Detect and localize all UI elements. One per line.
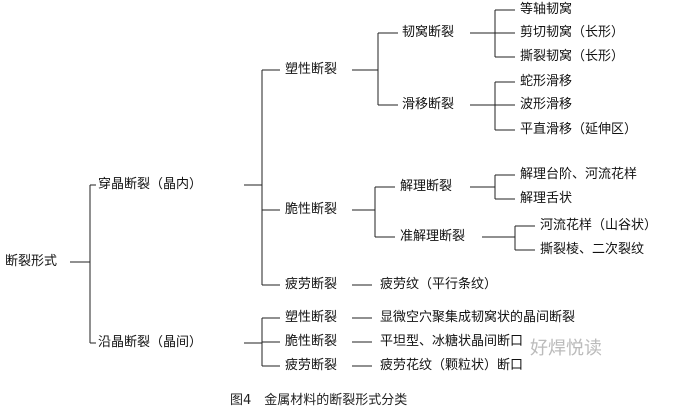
inter-ductile-node: 塑性断裂 — [285, 310, 338, 325]
root-node: 断裂形式 — [5, 254, 58, 269]
leaf-item: 剪切韧窝（长形） — [520, 25, 625, 40]
leaf-item: 撕裂韧窝（长形） — [520, 49, 625, 64]
figure-caption: 图4 金属材料的断裂形式分类 — [230, 393, 408, 408]
leaf-item: 撕裂棱、二次裂纹 — [540, 242, 645, 257]
leaf-item: 平直滑移（延伸区） — [520, 122, 638, 137]
quasi-cleavage-node: 准解理断裂 — [400, 229, 466, 244]
leaf-item: 解理舌状 — [520, 191, 573, 206]
fatigue-result: 疲劳纹（平行条纹） — [380, 277, 498, 292]
transgranular-node: 穿晶断裂（晶内） — [98, 177, 203, 192]
brittle-node: 脆性断裂 — [285, 202, 338, 217]
ductile-node: 塑性断裂 — [285, 62, 338, 77]
slip-node: 滑移断裂 — [402, 97, 455, 112]
watermark: 好焊悦读 — [530, 338, 602, 359]
inter-ductile-result: 显微空穴聚集成韧窝状的晶间断裂 — [380, 310, 576, 325]
fatigue-node: 疲劳断裂 — [285, 277, 338, 292]
inter-brittle-result: 平坦型、冰糖状晶间断口 — [380, 334, 524, 349]
leaf-item: 解理台阶、河流花样 — [520, 167, 638, 182]
inter-fatigue-result: 疲劳花纹（颗粒状）断口 — [380, 358, 524, 373]
cleavage-node: 解理断裂 — [400, 179, 453, 194]
inter-brittle-node: 脆性断裂 — [285, 334, 338, 349]
dimple-node: 韧窝断裂 — [402, 25, 455, 40]
inter-fatigue-node: 疲劳断裂 — [285, 358, 338, 373]
leaf-item: 蛇形滑移 — [520, 74, 573, 89]
leaf-item: 波形滑移 — [520, 97, 573, 112]
leaf-item: 河流花样（山谷状） — [540, 218, 658, 233]
leaf-item: 等轴韧窝 — [520, 2, 573, 17]
intergranular-node: 沿晶断裂（晶间） — [98, 335, 203, 350]
